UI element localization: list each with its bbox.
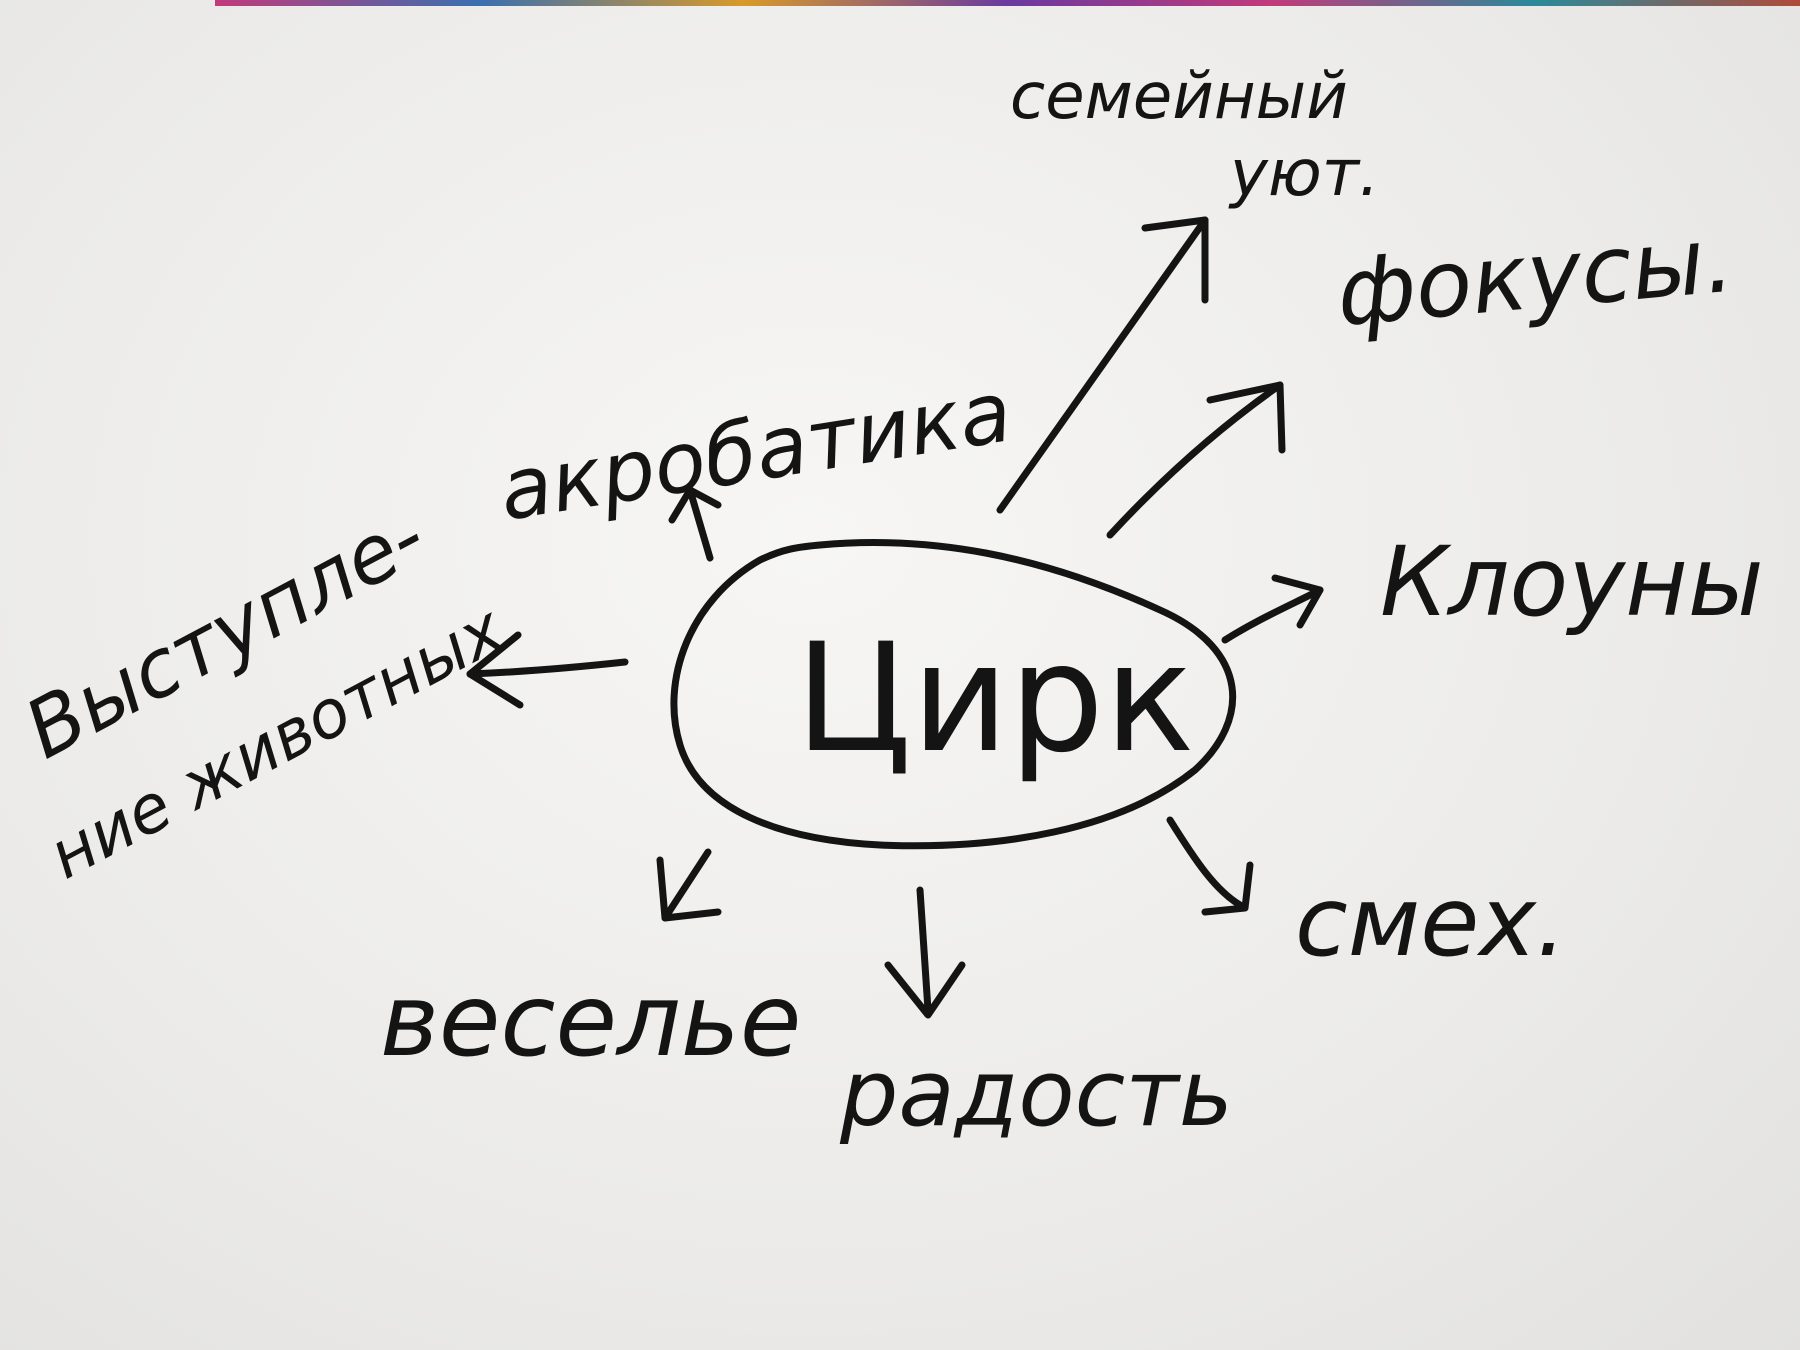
arrow-animals: [466, 631, 629, 709]
fabric-edge: [215, 0, 1800, 6]
label-laughter: смех.: [1295, 866, 1567, 978]
label-family-line2: уют.: [1228, 137, 1379, 211]
arrow-tricks: [1106, 381, 1286, 539]
label-joy: радость: [839, 1040, 1233, 1147]
arrow-joy: [884, 886, 966, 1019]
center-label: Цирк: [795, 612, 1195, 786]
arrow-laughter: [1166, 816, 1254, 916]
label-clowns: Клоуны: [1380, 526, 1764, 638]
label-acrobatics: акробатика: [493, 362, 1018, 540]
arrow-family: [996, 216, 1209, 514]
arrow-clowns: [1221, 574, 1324, 644]
center-ellipse: [670, 539, 1237, 850]
arrow-acrobatics: [668, 486, 722, 562]
label-family-line1: семейный: [1010, 60, 1348, 134]
arrow-fun: [656, 848, 722, 922]
label-family: семейный уют.: [1010, 60, 1379, 211]
label-tricks: фокусы.: [1333, 206, 1738, 347]
label-fun: веселье: [380, 962, 801, 1079]
